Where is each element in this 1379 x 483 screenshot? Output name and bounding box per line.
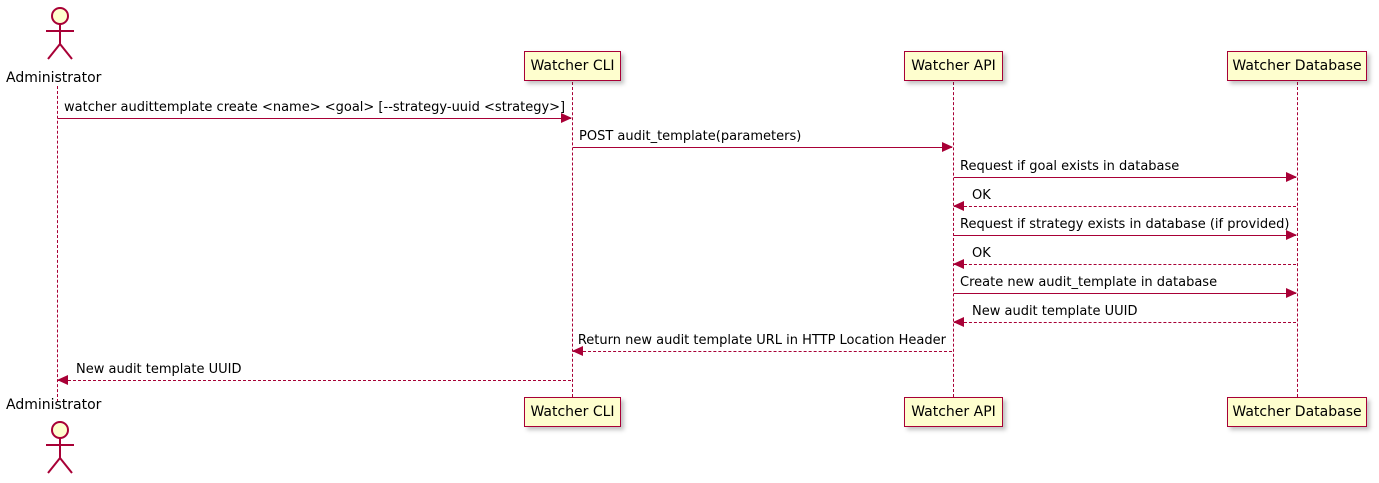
message-line xyxy=(58,118,571,119)
message-label: Request if strategy exists in database (… xyxy=(960,217,1290,232)
lifeline-watcher-api xyxy=(953,82,954,397)
message-label: POST audit_template(parameters) xyxy=(579,129,802,144)
stick-figure-icon xyxy=(46,7,74,60)
message-line xyxy=(954,177,1296,178)
actor-label-administrator-top: Administrator xyxy=(6,70,102,86)
participant-watcher-api-bottom[interactable]: Watcher API xyxy=(904,397,1003,427)
participant-label: Watcher Database xyxy=(1232,58,1362,74)
lifeline-administrator xyxy=(57,86,58,402)
participant-watcher-cli-bottom[interactable]: Watcher CLI xyxy=(524,397,621,427)
actor-administrator-bottom xyxy=(35,418,79,474)
arrowhead-right-icon xyxy=(1286,288,1297,298)
participant-watcher-cli-top[interactable]: Watcher CLI xyxy=(524,51,621,81)
arrowhead-left-icon xyxy=(953,259,964,269)
message-line xyxy=(954,206,1296,207)
arrowhead-right-icon xyxy=(561,113,572,123)
arrowhead-right-icon xyxy=(942,142,953,152)
message-line xyxy=(954,264,1296,265)
message-line xyxy=(58,380,571,381)
participant-label: Watcher API xyxy=(911,58,996,74)
arrowhead-right-icon xyxy=(1286,172,1297,182)
participant-label: Watcher Database xyxy=(1232,404,1362,420)
message-label: watcher audittemplate create <name> <goa… xyxy=(64,100,566,115)
participant-label: Watcher CLI xyxy=(530,58,615,74)
message-line xyxy=(573,147,952,148)
arrowhead-right-icon xyxy=(1286,230,1297,240)
actor-label-administrator-bottom: Administrator xyxy=(6,397,102,413)
participant-watcher-database-top[interactable]: Watcher Database xyxy=(1227,51,1367,81)
arrowhead-left-icon xyxy=(57,375,68,385)
message-label: Return new audit template URL in HTTP Lo… xyxy=(577,333,946,348)
message-label: OK xyxy=(972,188,991,203)
arrowhead-left-icon xyxy=(953,317,964,327)
message-label: New audit template UUID xyxy=(972,304,1138,319)
actor-administrator-top xyxy=(35,4,79,60)
message-label: New audit template UUID xyxy=(76,362,242,377)
lifeline-watcher-cli xyxy=(572,82,573,397)
arrowhead-left-icon xyxy=(953,201,964,211)
message-label: Create new audit_template in database xyxy=(960,275,1218,290)
message-line xyxy=(954,322,1296,323)
participant-label: Watcher CLI xyxy=(530,404,615,420)
message-label: OK xyxy=(972,246,991,261)
message-label: Request if goal exists in database xyxy=(960,159,1180,174)
participant-watcher-api-top[interactable]: Watcher API xyxy=(904,51,1003,81)
message-line xyxy=(573,351,952,352)
stick-figure-icon xyxy=(46,421,74,474)
message-line xyxy=(954,293,1296,294)
message-line xyxy=(954,235,1296,236)
lifeline-watcher-database xyxy=(1297,82,1298,397)
arrowhead-left-icon xyxy=(572,346,583,356)
participant-label: Watcher API xyxy=(911,404,996,420)
participant-watcher-database-bottom[interactable]: Watcher Database xyxy=(1227,397,1367,427)
